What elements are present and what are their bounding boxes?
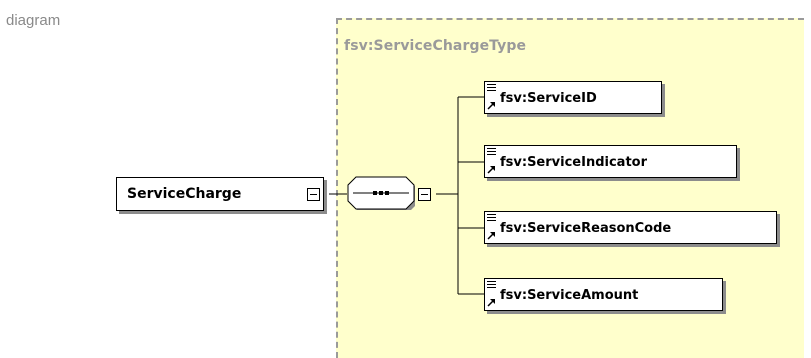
- child-element-service-indicator[interactable]: fsv:ServiceIndicator: [484, 145, 737, 178]
- child-element-label: fsv:ServiceReasonCode: [500, 221, 672, 236]
- sequence-dot: [379, 191, 383, 195]
- element-reference-icon: [487, 84, 496, 110]
- root-collapse-toggle[interactable]: [307, 188, 320, 201]
- connector-lines: [329, 96, 484, 295]
- child-element-label: fsv:ServiceIndicator: [500, 155, 647, 170]
- sequence-dot: [385, 191, 389, 195]
- child-element-service-id[interactable]: fsv:ServiceID: [484, 81, 662, 114]
- child-element-service-reason-code[interactable]: fsv:ServiceReasonCode: [484, 211, 777, 244]
- child-element-service-amount[interactable]: fsv:ServiceAmount: [484, 278, 723, 311]
- complex-type-label: fsv:ServiceChargeType: [344, 38, 527, 54]
- child-element-label: fsv:ServiceID: [500, 91, 597, 106]
- root-element-node[interactable]: ServiceCharge: [116, 177, 324, 211]
- element-reference-icon: [487, 281, 496, 307]
- root-element-label: ServiceCharge: [127, 186, 242, 202]
- diagram-label: diagram: [6, 12, 61, 29]
- element-reference-icon: [487, 214, 496, 240]
- child-element-label: fsv:ServiceAmount: [500, 288, 639, 303]
- element-reference-icon: [487, 148, 496, 174]
- sequence-compositor[interactable]: [347, 176, 415, 210]
- sequence-dot: [373, 191, 377, 195]
- sequence-collapse-toggle[interactable]: [418, 188, 431, 201]
